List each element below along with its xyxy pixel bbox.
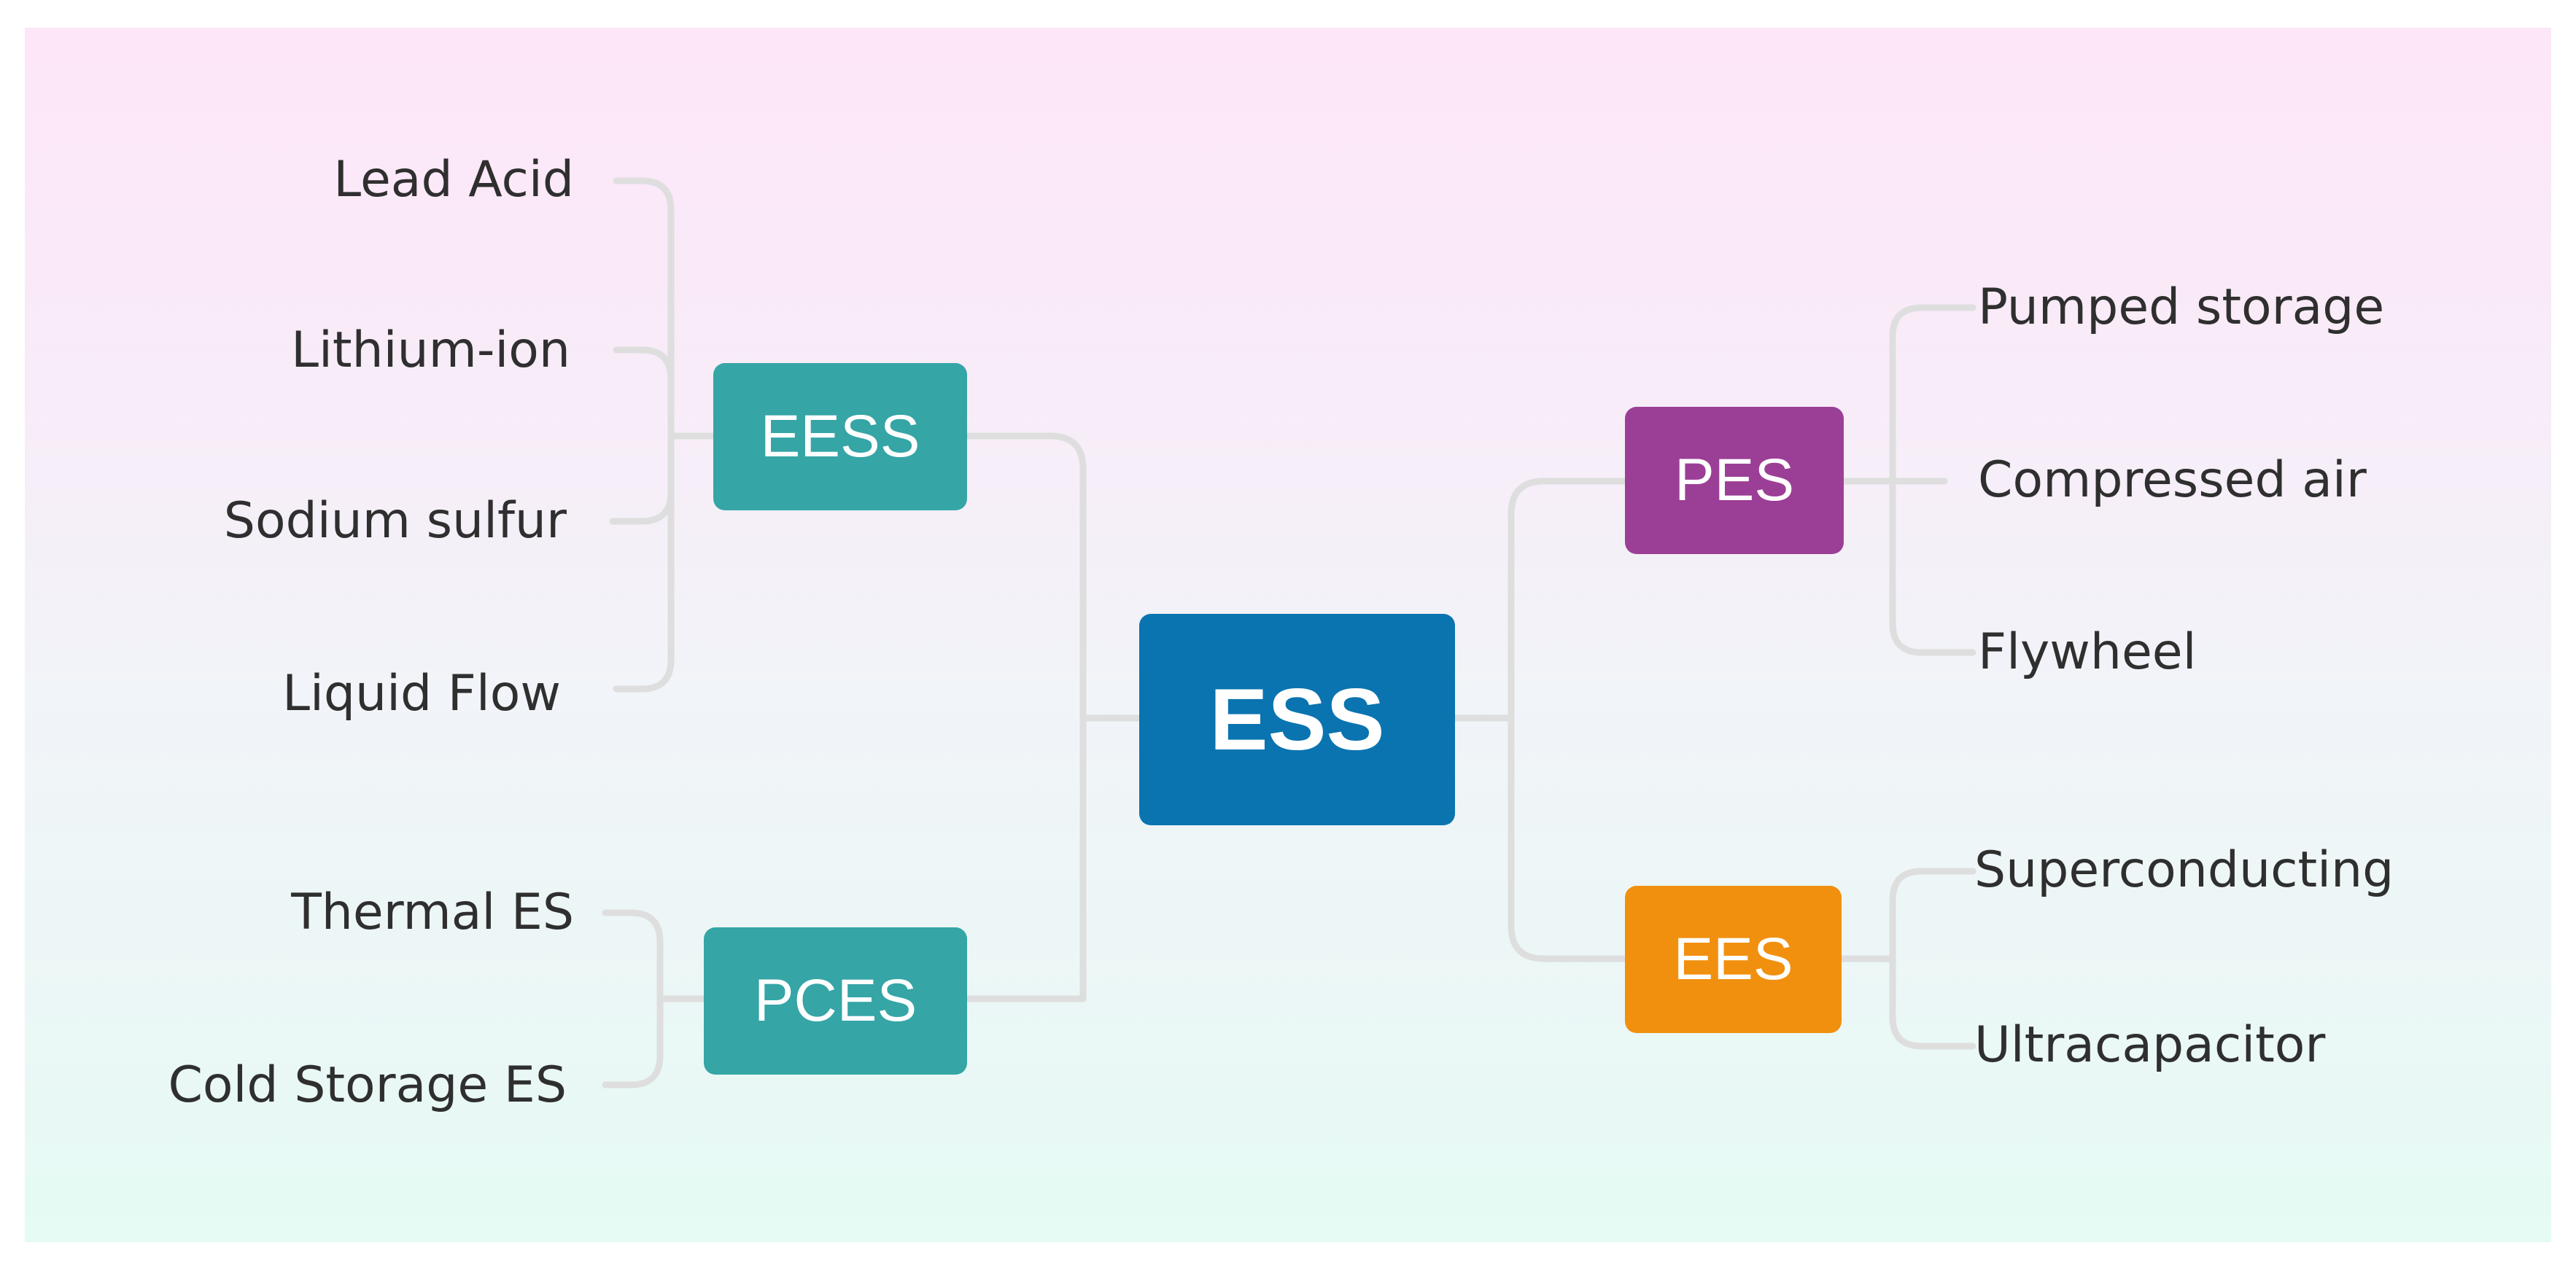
leaf-lead-acid: Lead Acid bbox=[333, 151, 574, 209]
connector-pumped-flywheel bbox=[1889, 304, 1976, 656]
branch-node-ees: EES bbox=[1625, 886, 1842, 1033]
connector-to-eess bbox=[963, 432, 1087, 722]
leaf-pumped-storage: Pumped storage bbox=[1978, 278, 2385, 336]
connector-root-left bbox=[1079, 714, 1143, 1002]
connector-super-ultra bbox=[1889, 868, 1976, 1050]
leaf-thermal-es: Thermal ES bbox=[291, 884, 574, 941]
root-node-ess: ESS bbox=[1139, 614, 1455, 825]
connector-thermal-cold bbox=[602, 909, 664, 1088]
leaf-sodium-sulfur: Sodium sulfur bbox=[223, 492, 567, 550]
branch-label-pces: PCES bbox=[753, 967, 917, 1034]
connector-lead-acid bbox=[613, 177, 675, 693]
branch-label-eess: EESS bbox=[760, 403, 920, 470]
branch-node-eess: EESS bbox=[713, 363, 967, 510]
connector-root-right bbox=[1451, 714, 1515, 930]
branch-node-pces: PCES bbox=[704, 927, 967, 1075]
leaf-lithium-ion: Lithium-ion bbox=[291, 322, 570, 379]
leaf-cold-storage-es: Cold Storage ES bbox=[168, 1056, 567, 1114]
leaf-liquid-flow: Liquid Flow bbox=[282, 665, 561, 722]
branch-label-pes: PES bbox=[1674, 447, 1795, 513]
leaf-compressed-air: Compressed air bbox=[1978, 451, 2367, 509]
connector-to-ees bbox=[1508, 922, 1629, 962]
root-node-label: ESS bbox=[1209, 671, 1385, 768]
leaf-ultracapacitor: Ultracapacitor bbox=[1974, 1016, 2326, 1074]
connector-sodium-sulfur bbox=[609, 488, 675, 525]
connector-lithium-ion bbox=[613, 346, 675, 383]
branch-node-pes: PES bbox=[1625, 407, 1844, 554]
connector-to-pes bbox=[1508, 478, 1629, 722]
branch-label-ees: EES bbox=[1673, 926, 1793, 992]
leaf-superconducting: Superconducting bbox=[1974, 841, 2394, 899]
leaf-flywheel: Flywheel bbox=[1978, 623, 2197, 681]
